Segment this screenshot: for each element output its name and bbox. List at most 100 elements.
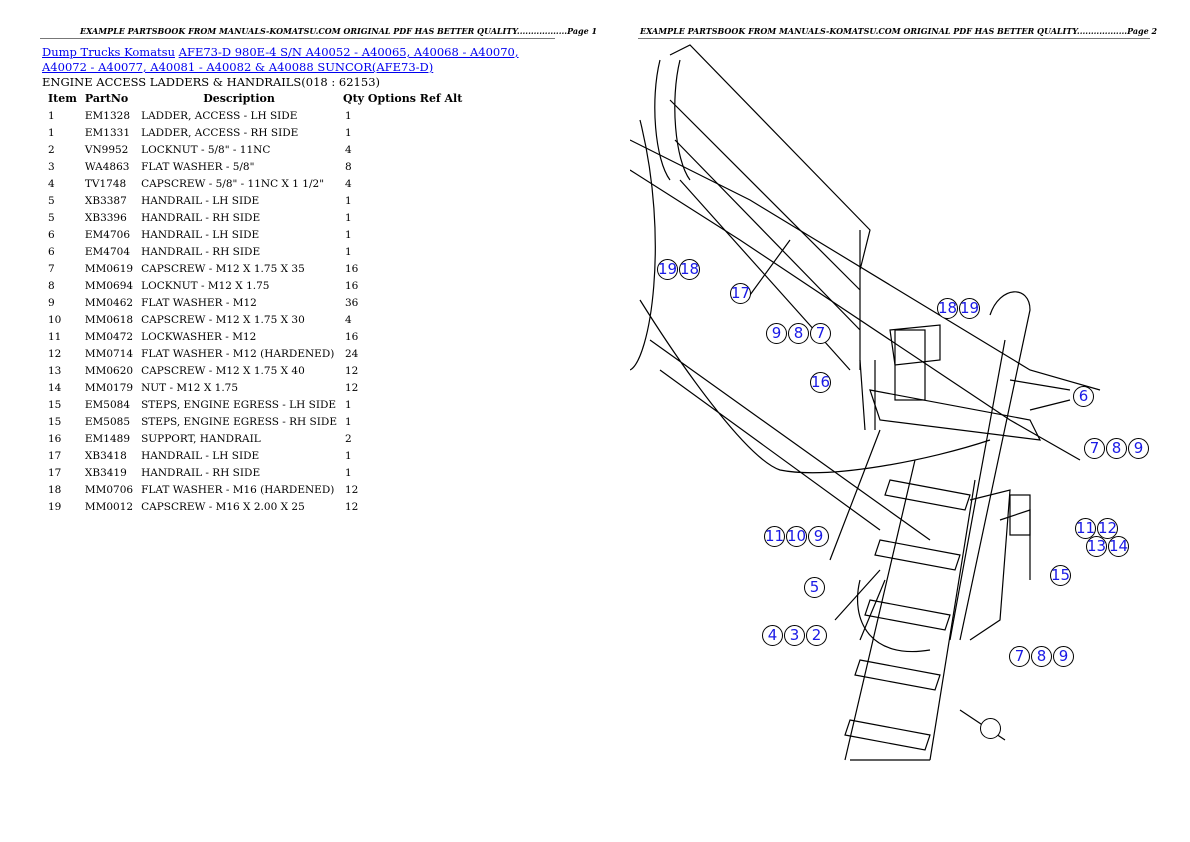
cell-item: 7 (48, 262, 55, 275)
callout-number[interactable]: 8 (788, 323, 809, 344)
cell-qty: 12 (344, 364, 359, 377)
callout-number[interactable]: 16 (810, 372, 831, 393)
cell-item: 6 (48, 245, 55, 258)
callout-number[interactable]: 19 (657, 259, 678, 280)
cell-partno: EM4704 (84, 245, 131, 258)
callout-number[interactable]: 9 (1128, 438, 1149, 459)
table-header-row: Item PartNo Description Qty Options Ref … (44, 90, 466, 107)
callout-number[interactable]: 4 (762, 625, 783, 646)
cell-partno: MM0714 (84, 347, 134, 360)
cell-item: 12 (48, 347, 62, 360)
cell-partno: MM0694 (84, 279, 134, 292)
cell-item: 13 (48, 364, 62, 377)
cell-item: 15 (48, 415, 62, 428)
cell-description: CAPSCREW - M16 X 2.00 X 25 (141, 500, 305, 513)
col-partno: PartNo (84, 92, 129, 105)
cell-qty: 1 (344, 449, 352, 462)
parts-table: Item PartNo Description Qty Options Ref … (44, 90, 466, 515)
callout-number[interactable]: 2 (806, 625, 827, 646)
cell-qty: 4 (344, 177, 352, 190)
cell-description: FLAT WASHER - M12 (HARDENED) (141, 347, 335, 360)
cell-qty: 1 (344, 211, 352, 224)
callout-number[interactable]: 17 (730, 283, 751, 304)
table-row: 13 MM0620 CAPSCREW - M12 X 1.75 X 40 12 (44, 362, 466, 379)
cell-partno: EM1328 (84, 109, 131, 122)
cell-item: 18 (48, 483, 62, 496)
cell-qty: 16 (344, 262, 359, 275)
cell-item: 9 (48, 296, 55, 309)
breadcrumb-link-dump-trucks[interactable]: Dump Trucks Komatsu (42, 45, 175, 59)
callout-number[interactable]: 7 (810, 323, 831, 344)
cell-description: CAPSCREW - M12 X 1.75 X 30 (141, 313, 305, 326)
cell-item: 6 (48, 228, 55, 241)
callout-number[interactable]: 13 (1086, 536, 1107, 557)
cell-partno: XB3387 (84, 194, 127, 207)
callout-number[interactable]: 9 (808, 526, 829, 547)
callout-number[interactable]: 9 (1053, 646, 1074, 667)
breadcrumb-link-model[interactable]: AFE73-D 980E-4 S/N A40052 - A40065, A400… (42, 45, 519, 74)
cell-qty: 1 (344, 109, 352, 122)
callout-number[interactable]: 14 (1108, 536, 1129, 557)
callout-number[interactable]: 6 (1073, 386, 1094, 407)
cell-partno: MM0179 (84, 381, 134, 394)
callout-number[interactable]: 11 (764, 526, 785, 547)
section-title: ENGINE ACCESS LADDERS & HANDRAILS(018 : … (42, 75, 380, 89)
cell-item: 8 (48, 279, 55, 292)
page2-header: EXAMPLE PARTSBOOK FROM MANUALS-KOMATSU.C… (640, 26, 1158, 36)
cell-description: STEPS, ENGINE EGRESS - RH SIDE (141, 415, 337, 428)
col-options: Options (367, 92, 416, 105)
callout-group: 15 (1050, 565, 1072, 586)
callout-number[interactable]: 18 (679, 259, 700, 280)
callout-number[interactable]: 5 (804, 577, 825, 598)
callout-number[interactable]: 19 (959, 298, 980, 319)
cell-item: 15 (48, 398, 62, 411)
callout-number[interactable]: 7 (1009, 646, 1030, 667)
cell-description: HANDRAIL - RH SIDE (141, 211, 261, 224)
cell-qty: 4 (344, 143, 352, 156)
cell-partno: TV1748 (84, 177, 127, 190)
cell-partno: MM0620 (84, 364, 134, 377)
cell-item: 1 (48, 109, 55, 122)
cell-description: CAPSCREW - M12 X 1.75 X 35 (141, 262, 305, 275)
callout-number[interactable]: 11 (1075, 518, 1096, 539)
callout-number[interactable] (980, 718, 1001, 739)
callout-number[interactable]: 9 (766, 323, 787, 344)
callout-number[interactable]: 10 (786, 526, 807, 547)
cell-item: 11 (48, 330, 62, 343)
cell-description: LADDER, ACCESS - RH SIDE (141, 126, 299, 139)
callout-number[interactable]: 8 (1106, 438, 1127, 459)
col-qty-options-ref-alt: Qty Options Ref Alt (341, 90, 466, 107)
callout-number[interactable]: 8 (1031, 646, 1052, 667)
cell-qty: 1 (344, 466, 352, 479)
col-alt: Alt (444, 92, 463, 105)
cell-qty: 12 (344, 483, 359, 496)
callout-number[interactable]: 3 (784, 625, 805, 646)
cell-qty: 1 (344, 126, 352, 139)
page1-header-rule (40, 38, 555, 39)
callout-number[interactable]: 12 (1097, 518, 1118, 539)
callout-number[interactable]: 7 (1084, 438, 1105, 459)
col-qty: Qty (342, 92, 365, 105)
cell-item: 4 (48, 177, 55, 190)
callout-number[interactable]: 18 (937, 298, 958, 319)
cell-item: 5 (48, 211, 55, 224)
cell-partno: XB3418 (84, 449, 127, 462)
ladder-illustration (629, 44, 1101, 761)
cell-qty: 12 (344, 500, 359, 513)
cell-description: STEPS, ENGINE EGRESS - LH SIDE (141, 398, 337, 411)
cell-partno: VN9952 (84, 143, 129, 156)
cell-description: LOCKNUT - 5/8" - 11NC (141, 143, 271, 156)
callout-number[interactable]: 15 (1050, 565, 1071, 586)
callout-group: 17 (730, 283, 752, 304)
cell-description: CAPSCREW - M12 X 1.75 X 40 (141, 364, 305, 377)
